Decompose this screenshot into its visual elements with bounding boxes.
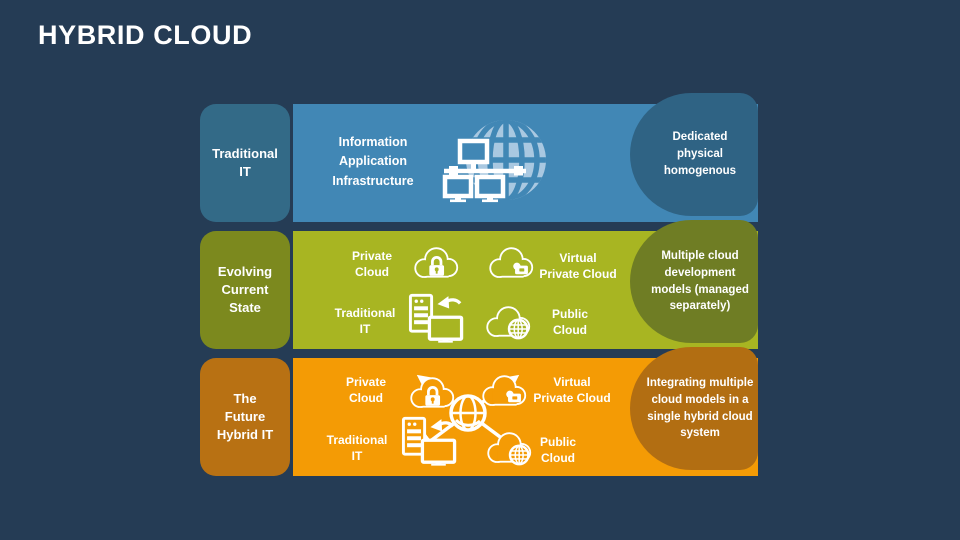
row-bubble: Multiple cloud development models (manag… <box>630 220 758 343</box>
row-tab-label: The Future Hybrid IT <box>216 390 274 443</box>
private-cloud-label: Private Cloud <box>345 374 387 405</box>
row-the-future-hybrid-it: Private Cloud Virtual Private Cloud Trad… <box>0 347 960 476</box>
row-tab-label: Traditional IT <box>212 145 278 179</box>
public-cloud-globe-icon <box>482 302 536 340</box>
row-bubble-text: Integrating multiple cloud models in a s… <box>646 377 754 440</box>
row-tab: The Future Hybrid IT <box>200 358 290 476</box>
row-bubble-text: Multiple cloud development models (manag… <box>651 250 749 313</box>
virtual-private-cloud-label: Virtual Private Cloud <box>533 374 611 405</box>
row-tab-label: Evolving Current State <box>217 263 273 316</box>
virtual-private-cloud-icon <box>485 243 539 281</box>
traditional-it-label: Traditional IT <box>326 432 388 463</box>
row-center-text: Information Application Infrastructure <box>332 134 414 188</box>
public-cloud-label: Public Cloud <box>539 434 577 465</box>
public-cloud-label: Public Cloud <box>551 306 589 337</box>
page-title: HYBRID CLOUD <box>38 20 253 50</box>
server-monitor-sync-icon <box>408 293 465 344</box>
row-traditional-it: Information Application Infrastructure T… <box>0 93 960 222</box>
globe-network-icon <box>440 115 556 209</box>
row-bubble-text: Dedicated physical homogenous <box>663 131 737 177</box>
public-cloud-globe-icon <box>483 428 537 466</box>
private-cloud-lock-icon <box>410 243 464 281</box>
row-bubble: Dedicated physical homogenous <box>630 93 758 216</box>
virtual-private-cloud-label: Virtual Private Cloud <box>539 250 617 281</box>
private-cloud-lock-icon <box>406 373 460 411</box>
server-monitor-sync-icon <box>401 416 458 467</box>
traditional-it-label: Traditional IT <box>334 305 396 336</box>
row-evolving-current-state: Private Cloud Virtual Private Cloud Trad… <box>0 220 960 349</box>
row-tab: Traditional IT <box>200 104 290 222</box>
row-bubble: Integrating multiple cloud models in a s… <box>630 347 758 470</box>
virtual-private-cloud-icon <box>478 371 532 409</box>
row-tab: Evolving Current State <box>200 231 290 349</box>
private-cloud-label: Private Cloud <box>351 248 393 279</box>
